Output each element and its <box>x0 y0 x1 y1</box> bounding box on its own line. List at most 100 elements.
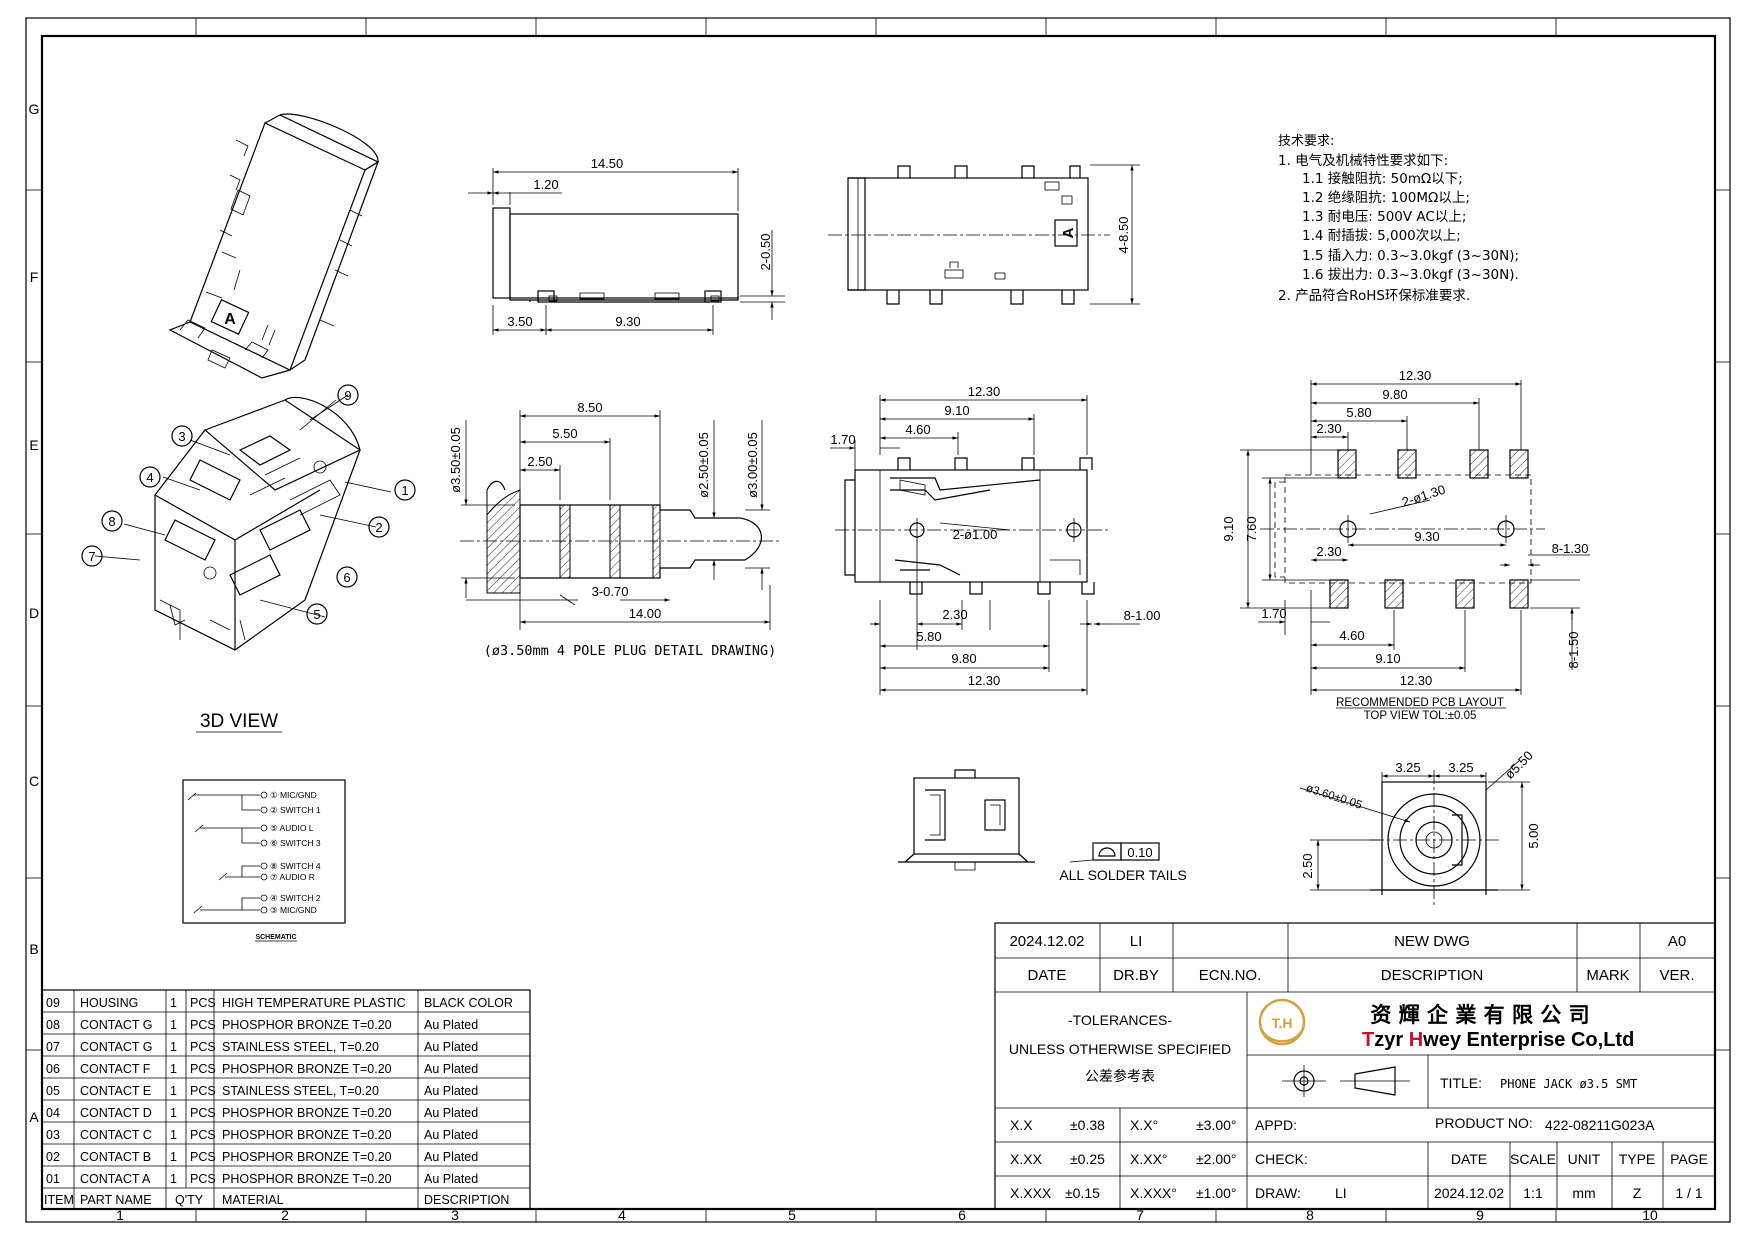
dim-label: 8.50 <box>577 400 602 415</box>
schematic: ① MIC/GND ② SWITCH 1 ⑤ AUDIO L ⑥ SWITCH … <box>182 779 346 942</box>
value-unit: mm <box>1572 1185 1595 1201</box>
bom-cell: PCS <box>190 1128 216 1142</box>
dim-label: 9.10 <box>1221 516 1236 541</box>
tolerances-title: -TOLERANCES- <box>1068 1012 1172 1028</box>
bom-cell: 1 <box>170 1128 177 1142</box>
col-label: 10 <box>1642 1207 1658 1223</box>
tol-cell: ±0.25 <box>1070 1151 1105 1167</box>
header-scale: SCALE <box>1510 1151 1556 1167</box>
tech-notes-title: 技术要求: <box>1278 134 1334 149</box>
dim-label: 12.30 <box>1400 673 1433 688</box>
product-value: 422-08211G023A <box>1545 1117 1655 1133</box>
tol-cell: ±0.38 <box>1070 1117 1105 1133</box>
bom-cell: Au Plated <box>424 1106 478 1120</box>
dim-label: 2-ø1.00 <box>953 527 998 542</box>
col-label: 8 <box>1306 1207 1314 1223</box>
header-date: DATE <box>1028 967 1067 984</box>
tech-note-line: 1.4 耐插拔: 5,000次以上; <box>1302 228 1461 244</box>
end-mark-a: A <box>1060 227 1077 238</box>
bom-cell: HIGH TEMPERATURE PLASTIC <box>222 996 406 1010</box>
bom-header: PART NAME <box>80 1193 152 1207</box>
solder-tail-view: 0.10 ALL SOLDER TAILS <box>898 769 1187 883</box>
balloon-2: 2 <box>375 520 382 535</box>
dim-label: 4-8.50 <box>1116 217 1131 254</box>
bom-cell: 08 <box>46 1018 60 1032</box>
title-value: PHONE JACK ø3.5 SMT <box>1500 1077 1637 1091</box>
iso-mark-a: A <box>224 311 236 328</box>
dim-label: 9.10 <box>1375 651 1400 666</box>
appd-label: APPD: <box>1255 1117 1297 1133</box>
bom-cell: BLACK COLOR <box>424 996 513 1010</box>
row-label: D <box>29 605 39 621</box>
bom-cell: STAINLESS STEEL, T=0.20 <box>222 1040 379 1054</box>
bom-cell: 01 <box>46 1172 60 1186</box>
dim-label: 8-1.30 <box>1552 541 1589 556</box>
tolerances-cn: 公差参考表 <box>1085 1068 1155 1085</box>
schematic-pin: ① MIC/GND <box>270 790 317 800</box>
dim-label: 9.80 <box>1382 387 1407 402</box>
bom-cell: PHOSPHOR BRONZE T=0.20 <box>222 1018 392 1032</box>
dim-label: 5.80 <box>1346 405 1371 420</box>
value-scale: 1:1 <box>1523 1185 1543 1201</box>
pcb-subcaption: TOP VIEW TOL:±0.05 <box>1364 710 1477 722</box>
flatness-value: 0.10 <box>1127 845 1152 860</box>
tol-cell: ±2.00° <box>1196 1151 1237 1167</box>
bom-cell: PCS <box>190 1150 216 1164</box>
header-ecn: ECN.NO. <box>1199 967 1262 984</box>
dim-label: 12.30 <box>968 673 1001 688</box>
header-drby: DR.BY <box>1113 967 1159 984</box>
tol-cell: X.XXX <box>1010 1185 1052 1201</box>
schematic-pin: ⑦ AUDIO R <box>270 872 315 882</box>
header-version: VER. <box>1659 967 1694 984</box>
tol-cell: X.XX <box>1010 1151 1043 1167</box>
balloons: 1 2 3 4 5 6 7 8 9 <box>81 384 416 625</box>
dim-label: ø5.50 <box>1502 748 1536 782</box>
bom-cell: 07 <box>46 1040 60 1054</box>
dim-label: 2.30 <box>1316 421 1341 436</box>
bom-cell: PCS <box>190 996 216 1010</box>
schematic-pin: ⑥ SWITCH 3 <box>270 838 321 848</box>
bom-header: Q'TY <box>175 1193 204 1207</box>
bom-cell: PCS <box>190 1084 216 1098</box>
value-page: 1 / 1 <box>1675 1185 1702 1201</box>
bom-cell: PCS <box>190 1040 216 1054</box>
header-date-2: DATE <box>1451 1151 1487 1167</box>
dim-label: 2.50 <box>527 454 552 469</box>
company-name-cn: 资 輝 企 業 有 限 公 司 <box>1370 1003 1589 1027</box>
bom-cell: CONTACT B <box>80 1150 151 1164</box>
header-description: DESCRIPTION <box>1381 967 1484 984</box>
col-label: 7 <box>1136 1207 1144 1223</box>
dim-label: ø3.50±0.05 <box>448 427 463 493</box>
dim-label: 9.10 <box>944 403 969 418</box>
schematic-pin: ② SWITCH 1 <box>270 805 321 815</box>
product-label: PRODUCT NO: <box>1435 1115 1533 1131</box>
bom-cell: Au Plated <box>424 1040 478 1054</box>
balloon-3: 3 <box>178 429 185 444</box>
solder-note: ALL SOLDER TAILS <box>1059 867 1186 883</box>
balloon-8: 8 <box>108 514 115 529</box>
pcb-layout: 12.30 9.80 5.80 2.30 2-ø1.30 9.30 2.30 8… <box>1221 368 1590 722</box>
balloon-7: 7 <box>88 549 95 564</box>
dim-label: 14.00 <box>629 606 662 621</box>
bom-cell: 1 <box>170 1018 177 1032</box>
dim-label: 4.60 <box>1339 628 1364 643</box>
dim-label: ø3.00±0.05 <box>745 432 760 498</box>
tech-note-line: 1. 电气及机械特性要求如下: <box>1278 153 1448 169</box>
bom-cell: PCS <box>190 1106 216 1120</box>
dim-label: ø2.50±0.05 <box>696 432 711 498</box>
col-label: 5 <box>788 1207 796 1223</box>
bom-cell: 1 <box>170 1084 177 1098</box>
dim-label: 5.00 <box>1526 823 1541 848</box>
dim-label: 9.30 <box>1414 529 1439 544</box>
tech-note-line: 1.3 耐电压: 500V AC以上; <box>1302 209 1466 225</box>
bom-cell: HOUSING <box>80 996 138 1010</box>
dim-label: 7.60 <box>1244 516 1259 541</box>
bom-cell: 03 <box>46 1128 60 1142</box>
bom-cell: PHOSPHOR BRONZE T=0.20 <box>222 1150 392 1164</box>
bom-cell: PHOSPHOR BRONZE T=0.20 <box>222 1128 392 1142</box>
view3d-label: 3D VIEW <box>200 711 278 732</box>
col-label: 2 <box>281 1207 289 1223</box>
bom-cell: 1 <box>170 1062 177 1076</box>
bom-cell: Au Plated <box>424 1128 478 1142</box>
col-label: 1 <box>116 1207 124 1223</box>
